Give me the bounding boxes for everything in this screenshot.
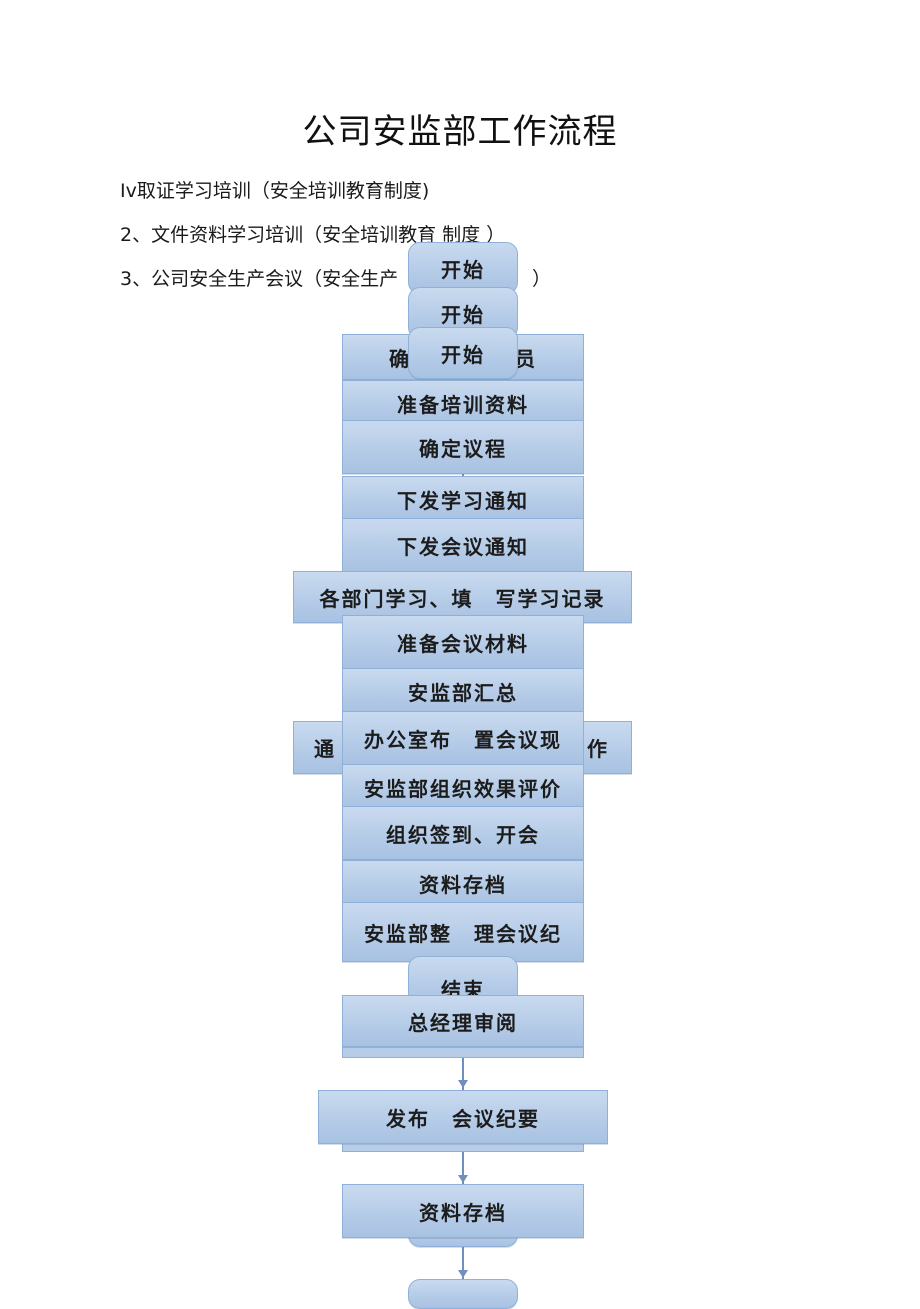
prepare-training-node: 准备培训资料 (342, 380, 584, 426)
prepare-materials-node: 准备会议材料 (342, 615, 584, 669)
start-node-3: 开始 (408, 327, 518, 379)
confirm-agenda-node: 确定议程 (342, 420, 584, 474)
notify-right-text: 作 (587, 737, 609, 761)
issue-study-notice-node: 下发学习通知 (342, 476, 584, 522)
office-setup-node: 办公室布 置会议现 (342, 711, 584, 765)
arrow-to-next (458, 1270, 468, 1278)
archive-node-2: 资料存档 (342, 1184, 584, 1238)
arrow-to-archive (458, 1175, 468, 1183)
gm-review-node: 总经理审阅 (342, 995, 584, 1047)
summary-node: 安监部汇总 (342, 668, 584, 714)
notify-left-text: 通 (314, 737, 336, 761)
arrow-to-publish (458, 1080, 468, 1088)
confirm-right-text: 员 (515, 346, 537, 371)
list-item-2: 2、文件资料学习培训（安全培训教育 制度 ） (120, 224, 506, 246)
sign-in-node: 组织签到、开会 (342, 806, 584, 860)
confirm-left-text: 确 (389, 346, 411, 371)
issue-meeting-notice-node: 下发会议通知 (342, 518, 584, 572)
publish-node: 发布 会议纪要 (318, 1090, 608, 1144)
gm-review-strip (342, 1047, 584, 1058)
dept-study-node: 各部门学习、填 写学习记录 (293, 571, 632, 623)
next-node-partial (408, 1279, 518, 1309)
page-title: 公司安监部工作流程 (302, 112, 618, 152)
list-item-1: Iv取证学习培训（安全培训教育制度) (120, 180, 430, 202)
minutes-node: 安监部整 理会议纪 (342, 902, 584, 962)
evaluate-node: 安监部组织效果评价 (342, 764, 584, 810)
list-item-3-tail: ） (532, 268, 552, 290)
archive-node-1: 资料存档 (342, 860, 584, 906)
list-item-3: 3、公司安全生产会议（安全生产 (120, 268, 399, 290)
